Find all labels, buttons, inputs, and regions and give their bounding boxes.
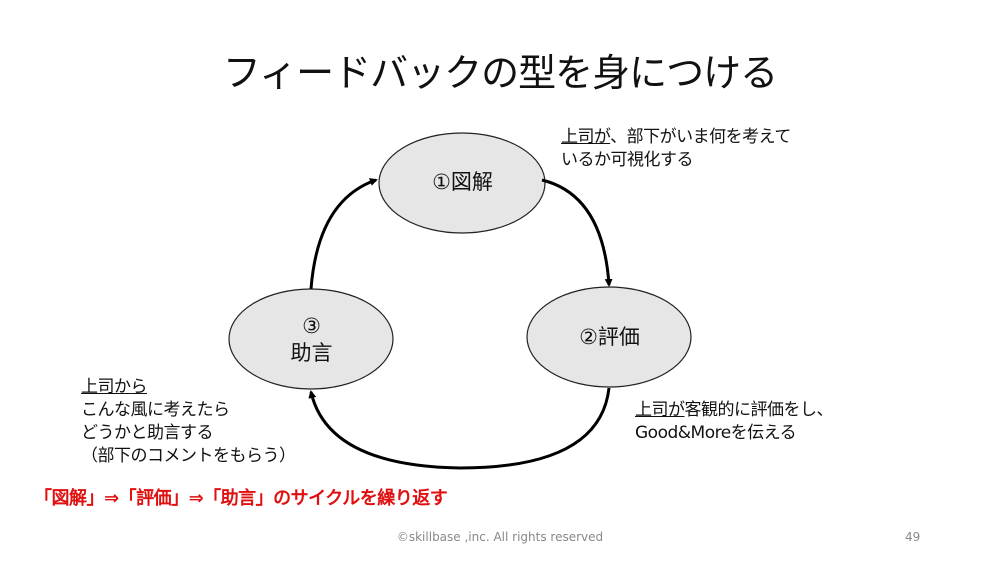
note-advise-subject: 上司から — [81, 377, 147, 397]
arrow-illustrate-to-evaluate — [541, 178, 613, 287]
copyright-footer: ©skillbase ,inc. All rights reserved — [396, 530, 604, 544]
arrow-advise-to-illustrate — [309, 178, 378, 290]
node-advise-label: ③ 助言 — [229, 313, 394, 367]
note-advise-line3: どうかと助言する — [81, 423, 213, 443]
node-evaluate-label: ②評価 — [579, 325, 640, 349]
node-advise-text: 助言 — [290, 341, 333, 365]
slide-title: フィードバックの型を身につける — [222, 51, 778, 95]
node-evaluate-shape — [526, 286, 692, 388]
node-illustrate-label: ①図解 — [432, 170, 493, 194]
note-evaluate-line1: 客観的に評価をし、 — [684, 400, 834, 420]
note-illustrate-line2: いるか可視化する — [561, 150, 693, 170]
note-advise-line4: （部下のコメントをもらう） — [81, 446, 296, 466]
node-illustrate-shape — [378, 132, 546, 234]
note-advise: 上司から こんな風に考えたら どうかと助言する （部下のコメントをもらう） — [81, 376, 296, 468]
arrow-evaluate-to-advise — [308, 387, 611, 470]
note-illustrate-line1: 、部下がいま何を考えて — [610, 127, 791, 147]
note-evaluate: 上司が客観的に評価をし、 Good&Moreを伝える — [635, 399, 833, 445]
page-number: 49 — [905, 530, 921, 544]
cycle-summary: 「図解」⇒「評価」⇒「助言」のサイクルを繰り返す — [34, 488, 448, 509]
note-evaluate-subject: 上司が — [635, 400, 685, 420]
note-advise-line2: こんな風に考えたら — [81, 400, 230, 420]
note-illustrate-subject: 上司が — [561, 127, 611, 147]
note-evaluate-line2: Good&Moreを伝える — [635, 423, 797, 443]
note-illustrate: 上司が、部下がいま何を考えて いるか可視化する — [561, 126, 791, 172]
node-advise-number: ③ — [302, 314, 321, 338]
